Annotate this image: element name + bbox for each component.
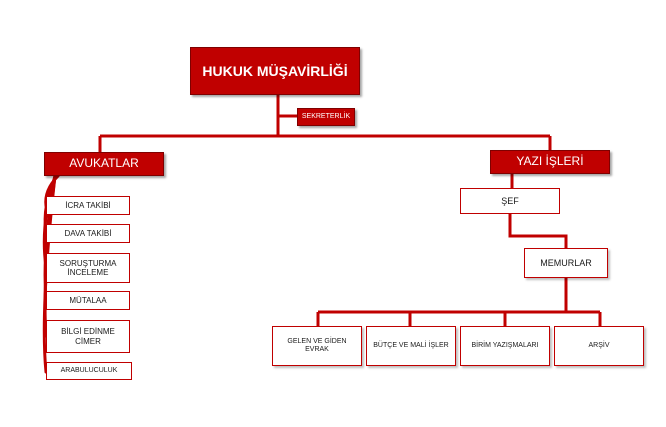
lawyer-item-sorusturma-inceleme: SORUŞTURMA İNCELEME (46, 253, 130, 283)
sekreterlik-label: SEKRETERLİK (301, 112, 351, 120)
unit-gelen-giden-evrak: GELEN VE GİDEN EVRAK (272, 326, 362, 366)
yazi-isleri-box: YAZI İŞLERİ (490, 150, 610, 174)
lawyer-item-label: SORUŞTURMA İNCELEME (59, 258, 117, 277)
sekreterlik-box: SEKRETERLİK (297, 108, 355, 126)
avukatlar-label: AVUKATLAR (69, 156, 139, 171)
sef-label: ŞEF (501, 195, 519, 206)
lawyer-item-label: DAVA TAKİBİ (64, 228, 112, 238)
chief-to-officers-line (508, 214, 568, 248)
lawyer-item-icra-takibi: İCRA TAKİBİ (46, 196, 130, 215)
memurlar-label: MEMURLAR (540, 257, 592, 268)
lawyer-item-mutalaa: MÜTALAA (46, 291, 130, 310)
lawyer-item-label: MÜTALAA (69, 295, 107, 305)
sef-box: ŞEF (460, 188, 560, 214)
unit-label: BÜTÇE VE MALİ İŞLER (373, 341, 449, 349)
memurlar-box: MEMURLAR (524, 248, 608, 278)
unit-label: GELEN VE GİDEN EVRAK (287, 337, 347, 353)
hukuk-musavirligi-label: HUKUK MÜŞAVİRLİĞİ (202, 62, 348, 79)
unit-butce-mali-isler: BÜTÇE VE MALİ İŞLER (366, 326, 456, 366)
lawyer-item-arabuluculuk: ARABULUCULUK (46, 362, 132, 380)
unit-label: ARŞİV (588, 341, 610, 349)
hukuk-musavirligi-box: HUKUK MÜŞAVİRLİĞİ (190, 47, 360, 95)
yazi-isleri-label: YAZI İŞLERİ (516, 154, 584, 169)
unit-label: BİRİM YAZIŞMALARI (471, 341, 539, 349)
lawyer-item-label: BİLGİ EDİNME CİMER (61, 327, 115, 346)
lawyer-item-dava-takibi: DAVA TAKİBİ (46, 224, 130, 243)
avukatlar-box: AVUKATLAR (44, 152, 164, 176)
unit-birim-yazismalari: BİRİM YAZIŞMALARI (460, 326, 550, 366)
unit-arsiv: ARŞİV (554, 326, 644, 366)
lawyer-item-label: ARABULUCULUK (60, 366, 118, 374)
lawyer-item-bilgi-edinme-cimer: BİLGİ EDİNME CİMER (46, 320, 130, 353)
lawyer-item-label: İCRA TAKİBİ (65, 200, 111, 210)
